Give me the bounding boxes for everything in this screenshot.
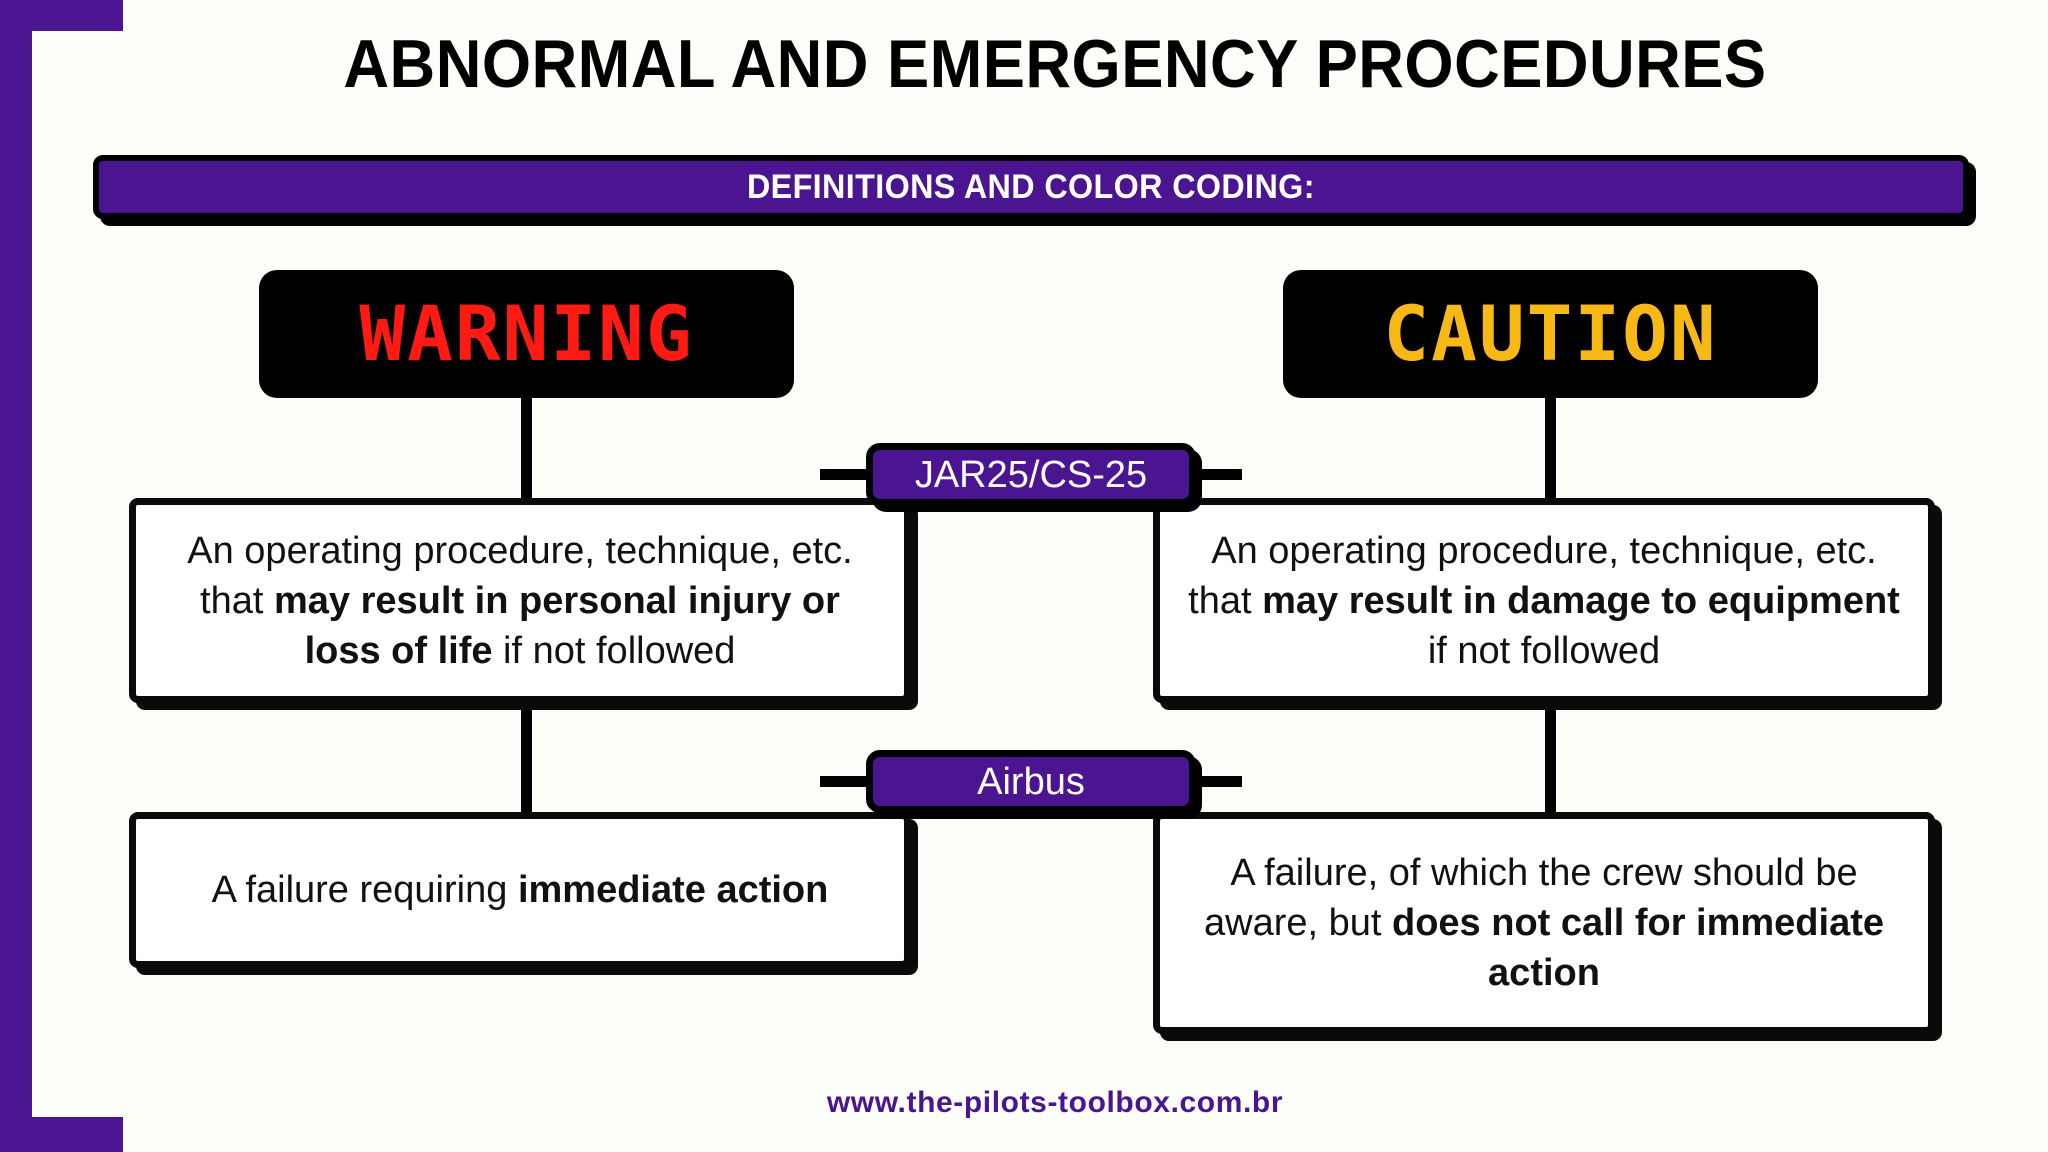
connector-warning-to-jar <box>521 392 532 507</box>
connector-jar-pill-left <box>820 469 900 480</box>
row-label-airbus[interactable]: Airbus <box>866 750 1196 813</box>
warning-chip[interactable]: WARNING <box>259 270 794 398</box>
definition-lead: An operating procedure, technique, etc. … <box>1188 529 1877 622</box>
definition-lead: An operating procedure, technique, etc. … <box>187 529 853 622</box>
row-label-jar25-cs25[interactable]: JAR25/CS-25 <box>866 443 1196 506</box>
definition-text-jar-warning: An operating procedure, technique, etc. … <box>136 526 904 676</box>
row-label-jar25-cs25-text: JAR25/CS-25 <box>914 453 1148 496</box>
row-label-airbus-text: Airbus <box>977 760 1085 803</box>
definition-strong: may result in personal injury or loss of… <box>274 579 840 672</box>
connector-jar-to-airbus-left <box>521 698 532 820</box>
definitions-banner-label: DEFINITIONS AND COLOR CODING: <box>747 167 1315 206</box>
caution-chip[interactable]: CAUTION <box>1283 270 1818 398</box>
definition-lead: A failure requiring <box>211 869 518 911</box>
left-accent-arm-top <box>0 0 123 31</box>
warning-chip-label: WARNING <box>359 289 694 378</box>
connector-caution-to-jar <box>1545 392 1556 507</box>
connector-jar-to-airbus-right <box>1545 698 1556 820</box>
definitions-banner: DEFINITIONS AND COLOR CODING: <box>93 155 1969 219</box>
left-accent-arm-bottom <box>0 1117 123 1152</box>
definition-text-airbus-caution: A failure, of which the crew should be a… <box>1160 848 1928 998</box>
definition-box-airbus-warning: A failure requiring immediate action <box>129 812 911 968</box>
definition-text-jar-caution: An operating procedure, technique, etc. … <box>1160 526 1928 676</box>
footer-website-url[interactable]: www.the-pilots-toolbox.com.br <box>826 1086 1284 1119</box>
definition-box-airbus-caution: A failure, of which the crew should be a… <box>1153 812 1935 1034</box>
definition-strong: does not call for immediate action <box>1392 902 1884 994</box>
connector-airbus-pill-right <box>1162 776 1242 787</box>
definition-box-jar-caution: An operating procedure, technique, etc. … <box>1153 498 1935 703</box>
connector-jar-pill-right <box>1162 469 1242 480</box>
definition-tail: if not followed <box>1427 629 1661 672</box>
left-accent-bar <box>0 0 32 1152</box>
definition-lead: A failure, of which the crew should be a… <box>1204 852 1858 944</box>
connector-airbus-pill-left <box>820 776 900 787</box>
page-title: ABNORMAL AND EMERGENCY PROCEDURES <box>343 26 1767 102</box>
caution-chip-label: CAUTION <box>1383 289 1718 378</box>
definition-tail: if not followed <box>492 629 736 672</box>
definition-box-jar-warning: An operating procedure, technique, etc. … <box>129 498 911 703</box>
definition-strong: may result in damage to equipment <box>1262 579 1900 622</box>
definition-strong: immediate action <box>517 869 829 911</box>
definition-text-airbus-warning: A failure requiring immediate action <box>186 865 855 915</box>
